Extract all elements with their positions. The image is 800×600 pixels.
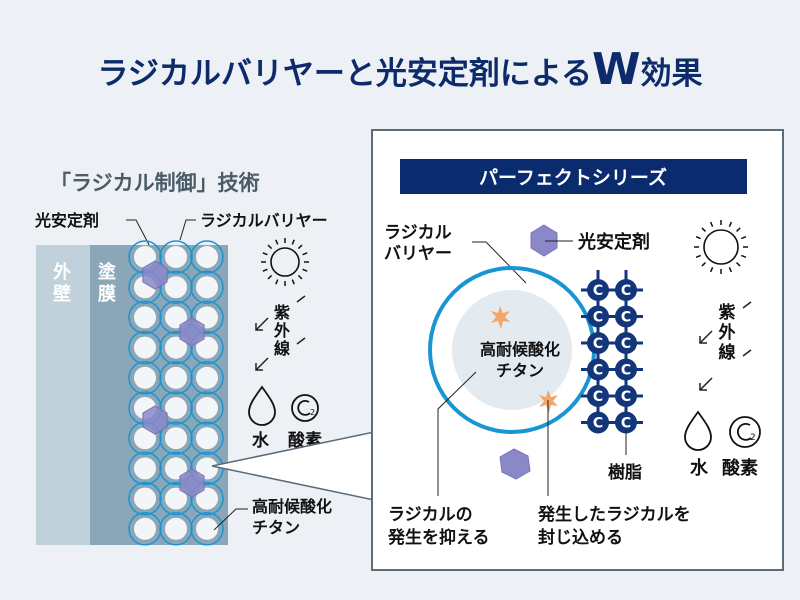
svg-text:2: 2 — [750, 433, 756, 443]
coating-label: 塗膜 — [97, 261, 117, 305]
wall-layer — [36, 245, 90, 545]
titanium-particle — [452, 290, 572, 410]
water-drop-icon — [684, 410, 712, 451]
titanium-particle — [190, 391, 224, 425]
titanium-particle — [128, 300, 162, 335]
svg-text:C: C — [621, 389, 631, 405]
svg-text:C: C — [593, 283, 603, 299]
sun-icon — [694, 220, 748, 274]
titanium-particles — [128, 240, 224, 546]
titanium-particle — [128, 512, 162, 546]
wall-label: 外壁 — [53, 261, 71, 305]
hexagon-icon — [530, 224, 558, 257]
label-light-stabilizer: 光安定剤 — [34, 211, 99, 230]
svg-text:2: 2 — [310, 408, 315, 417]
left-subtitle: 「ラジカル制御」技術 — [50, 171, 260, 195]
page-title: ラジカルバリヤーと光安定剤によるW効果 — [98, 44, 703, 95]
carbon-atom: C — [587, 279, 609, 301]
label-radical-barrier: ラジカルバリヤー — [384, 223, 452, 264]
note-suppress-radicals: ラジカルの発生を抑える — [387, 505, 490, 548]
water-label: 水 — [690, 457, 709, 479]
svg-text:C: C — [621, 363, 631, 379]
light-stabilizer-hexagons — [142, 260, 205, 498]
titanium-particle — [190, 240, 224, 274]
carbon-atom: C — [615, 332, 637, 354]
carbon-atom: C — [587, 385, 609, 407]
series-banner-label: パーフェクトシリーズ — [479, 166, 667, 189]
svg-text:C: C — [593, 416, 603, 432]
titanium-particle — [128, 451, 162, 486]
water-drop-icon — [248, 385, 276, 426]
uv-label: 紫外線 — [719, 302, 736, 363]
carbon-atom: C — [615, 279, 637, 301]
leader-line — [179, 219, 196, 241]
oxygen-label: 酸素 — [722, 457, 758, 479]
titanium-particle — [159, 300, 193, 335]
titanium-label: 高耐候酸化チタン — [252, 497, 332, 537]
carbon-atom: C — [615, 305, 637, 328]
carbon-atom: C — [587, 411, 609, 434]
titanium-particle — [190, 330, 224, 365]
svg-text:C: C — [593, 389, 603, 405]
uv-arrows-icon — [699, 301, 752, 391]
titanium-label: 高耐候酸化チタン — [480, 340, 560, 380]
titanium-particle — [159, 361, 193, 395]
hexagon-icon — [179, 317, 205, 347]
label-radical-barrier: ラジカルバリヤー — [200, 211, 328, 230]
oxygen-icon: 2 — [729, 416, 761, 448]
oxygen-icon: 2 — [291, 394, 319, 422]
titanium-particle — [190, 361, 224, 395]
svg-text:C: C — [593, 310, 603, 326]
titanium-particle — [190, 421, 224, 455]
titanium-particle — [159, 421, 193, 455]
svg-text:C: C — [621, 416, 631, 432]
carbon-atom: C — [615, 385, 637, 407]
water-label: 水 — [252, 430, 270, 451]
svg-text:C: C — [621, 310, 631, 326]
leader-line — [213, 508, 248, 531]
carbon-atom: C — [587, 358, 609, 381]
titanium-particle — [128, 361, 162, 395]
hexagon-icon — [142, 405, 168, 435]
svg-text:C: C — [593, 336, 603, 352]
uv-label: 紫外線 — [273, 303, 290, 358]
titanium-particle — [159, 240, 193, 274]
svg-text:C: C — [621, 283, 631, 299]
titanium-particle — [159, 391, 193, 425]
titanium-particle — [190, 300, 224, 335]
titanium-particle — [128, 330, 162, 365]
svg-text:C: C — [621, 336, 631, 352]
titanium-particle — [190, 481, 224, 516]
titanium-particle — [159, 270, 193, 304]
svg-text:C: C — [593, 363, 603, 379]
hexagon-icon — [499, 448, 531, 480]
hexagon-icon — [179, 468, 205, 498]
titanium-particle — [128, 481, 162, 516]
series-banner — [400, 159, 747, 194]
carbon-atom: C — [615, 358, 637, 381]
titanium-particle — [159, 481, 193, 516]
uv-arrows-icon — [255, 295, 306, 371]
titanium-particle — [190, 270, 224, 304]
leader-line — [437, 371, 477, 496]
detail-panel — [371, 129, 784, 571]
sun-icon — [261, 238, 309, 286]
carbon-atom: C — [587, 305, 609, 328]
hexagon-icon — [142, 260, 168, 290]
note-contain-radicals: 発生したラジカルを封じ込める — [537, 504, 691, 548]
resin-label: 樹脂 — [608, 462, 642, 483]
label-light-stabilizer: 光安定剤 — [577, 231, 650, 253]
titanium-particle — [190, 512, 224, 546]
carbon-atom: C — [615, 411, 637, 434]
titanium-particle — [159, 330, 193, 365]
carbon-atom: C — [587, 332, 609, 354]
titanium-particle — [159, 451, 193, 486]
titanium-particle — [159, 512, 193, 546]
